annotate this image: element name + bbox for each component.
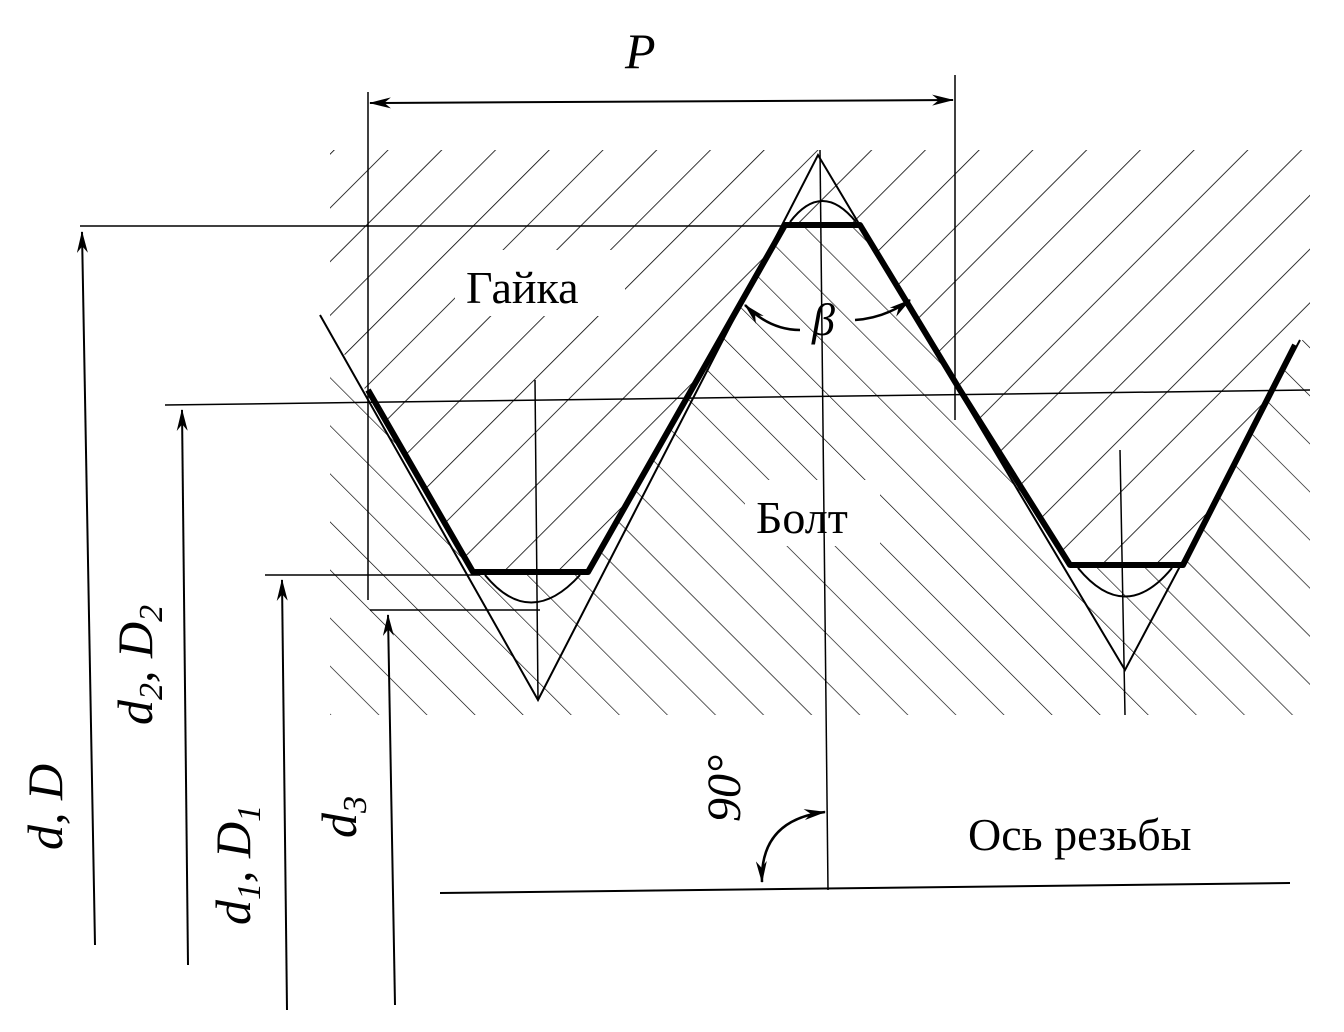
- pitch-dimension-arrow: [368, 94, 955, 109]
- bolt-label: Болт: [756, 492, 848, 543]
- pitch-diameter-arrow: [176, 408, 189, 966]
- bolt-minor-arrow: [382, 613, 396, 1006]
- crest-arc: [789, 200, 857, 223]
- bolt-label-pad: [745, 480, 880, 546]
- root-center-right: [1119, 449, 1126, 716]
- right-angle-label: 90°: [698, 755, 751, 822]
- outer-diameter-arrow: [76, 230, 96, 946]
- outer-diameter-label: d, D: [17, 764, 73, 850]
- thread-profile-bold: [365, 222, 1298, 575]
- right-angle-arc: [755, 809, 827, 884]
- nut-label-pad: [455, 250, 625, 316]
- beta-angle-arc: [744, 304, 801, 332]
- inner-diameter-label: d1, D1: [205, 805, 268, 925]
- bolt-minor-label: d3: [311, 796, 374, 838]
- beta-label: β: [811, 294, 835, 345]
- pitch-diameter-line: [164, 389, 1311, 406]
- nut-label: Гайка: [466, 262, 579, 313]
- axis-label: Ось резьбы: [968, 809, 1192, 860]
- root-center-left: [534, 379, 539, 701]
- bolt-hatched-region: [330, 225, 1310, 715]
- root-arc-left: [484, 574, 581, 604]
- inner-diameter-arrow: [276, 578, 288, 1011]
- beta-angle-arc-right: [854, 298, 911, 322]
- root-arc-right: [1077, 567, 1173, 598]
- thread-axis-line: [439, 882, 1291, 894]
- pitch-label: P: [624, 23, 656, 79]
- pitch-diameter-label: d2, D2: [107, 605, 170, 725]
- crest-center-line: [819, 149, 829, 891]
